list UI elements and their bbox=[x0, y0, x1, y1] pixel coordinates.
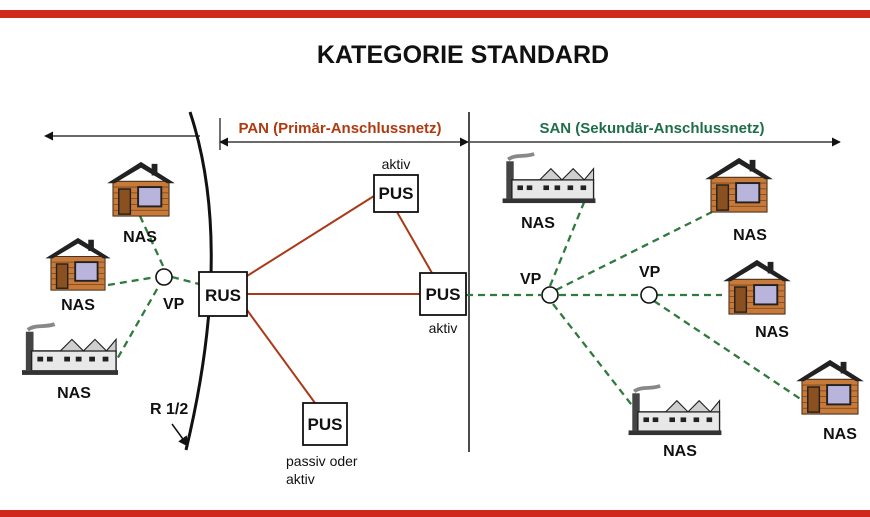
nas-label-4: NAS bbox=[521, 215, 555, 232]
pus-label-right: PUS bbox=[426, 285, 461, 304]
house-icon bbox=[722, 258, 792, 316]
rus-box bbox=[198, 271, 248, 317]
nas-label-7: NAS bbox=[823, 426, 857, 443]
pus-right-status: aktiv bbox=[429, 320, 458, 336]
nas-label-5: NAS bbox=[733, 227, 767, 244]
link-rus-pus-bottom bbox=[246, 309, 316, 404]
r12-label: R 1/2 bbox=[150, 401, 188, 418]
link-rus-pus-top bbox=[246, 195, 375, 277]
san-label: SAN (Sekundär-Anschlussnetz) bbox=[539, 120, 764, 137]
pus-bottom-status-line1: passiv oder bbox=[286, 453, 358, 469]
link-vp3-nas7 bbox=[653, 300, 803, 401]
vp-label-middle: VP bbox=[520, 271, 542, 288]
link-vp2-nas8 bbox=[552, 303, 646, 423]
r12-pointer-arrow bbox=[171, 423, 189, 447]
pus-box-right bbox=[419, 272, 467, 316]
house-icon bbox=[44, 236, 112, 292]
vp-node-right bbox=[640, 286, 658, 304]
boundary-curve bbox=[184, 111, 213, 451]
nas-label-3: NAS bbox=[57, 385, 91, 402]
pan-label: PAN (Primär-Anschlussnetz) bbox=[238, 120, 441, 137]
house-icon bbox=[795, 358, 865, 416]
pus-top-status: aktiv bbox=[382, 156, 411, 172]
rus-label: RUS bbox=[205, 286, 241, 305]
nas-label-6: NAS bbox=[755, 324, 789, 341]
link-nas2-vp1 bbox=[107, 275, 157, 287]
diagram-title: KATEGORIE STANDARD bbox=[317, 41, 609, 69]
vp-label-right: VP bbox=[639, 264, 661, 281]
house-icon bbox=[106, 160, 176, 218]
nas-label-8: NAS bbox=[663, 443, 697, 460]
bottom-red-bar bbox=[0, 510, 870, 517]
link-nas3-vp1 bbox=[111, 283, 161, 369]
factory-icon bbox=[22, 322, 118, 376]
pus-bottom-status-line2: aktiv bbox=[286, 471, 315, 487]
vp-node-middle bbox=[541, 286, 559, 304]
nas-label-1: NAS bbox=[123, 229, 157, 246]
pus-label-bottom: PUS bbox=[308, 415, 343, 434]
house-icon bbox=[704, 156, 774, 214]
pus-box-top bbox=[373, 174, 419, 213]
factory-icon bbox=[626, 384, 724, 436]
link-pus-top-pus-right bbox=[396, 211, 433, 274]
vp-node-left bbox=[155, 268, 173, 286]
factory-icon bbox=[500, 152, 598, 204]
link-vp2-nas5 bbox=[555, 210, 713, 292]
vp-label-left: VP bbox=[163, 296, 185, 313]
link-vp1-rus bbox=[171, 275, 200, 286]
top-red-bar bbox=[0, 10, 870, 18]
pus-label-top: PUS bbox=[379, 184, 414, 203]
nas-label-2: NAS bbox=[61, 297, 95, 314]
pus-box-bottom bbox=[302, 402, 348, 446]
link-vp2-nas4 bbox=[548, 199, 587, 287]
link-nas1-vp1 bbox=[138, 215, 166, 269]
